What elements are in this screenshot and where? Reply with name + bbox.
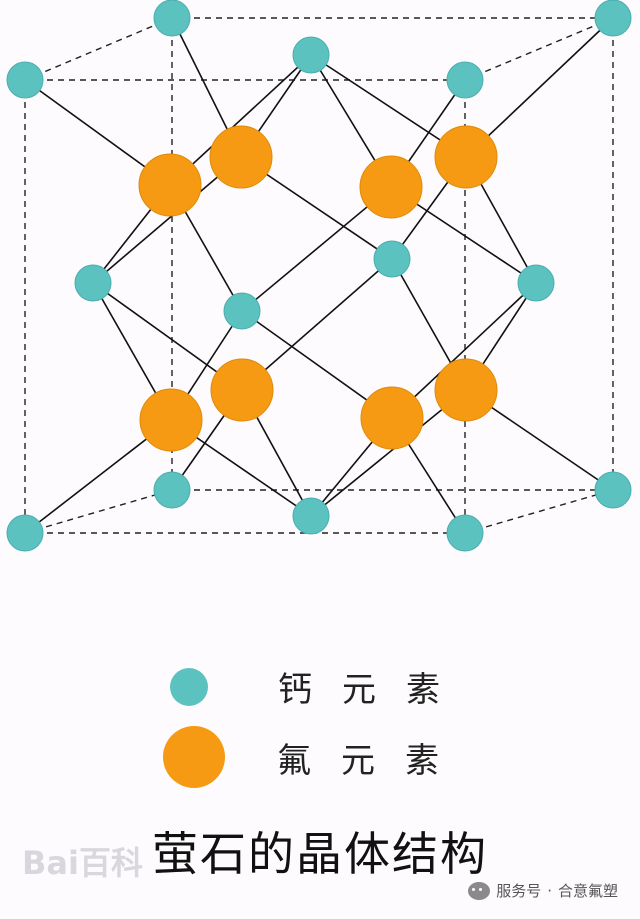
calcium-atom bbox=[292, 497, 330, 535]
unit-cell-edges bbox=[24, 17, 614, 534]
calcium-atom bbox=[74, 264, 112, 302]
calcium-atom bbox=[446, 514, 484, 552]
fluorine-atoms bbox=[138, 125, 498, 452]
fluorine-atom bbox=[360, 386, 424, 450]
fluorine-atom bbox=[139, 388, 203, 452]
calcium-atom bbox=[373, 240, 411, 278]
calcium-atom bbox=[292, 36, 330, 74]
legend-calcium: 钙元素 bbox=[170, 662, 470, 711]
fluorine-atom bbox=[209, 125, 273, 189]
calcium-atom bbox=[223, 292, 261, 330]
footer-account: 合意氟塑 bbox=[557, 882, 618, 900]
wechat-icon bbox=[468, 881, 491, 900]
fluorite-crystal-diagram bbox=[6, 0, 632, 552]
fluorine-atom bbox=[210, 358, 274, 422]
calcium-atom bbox=[153, 0, 191, 37]
diagram-caption: 萤石的晶体结构 bbox=[152, 827, 488, 881]
fluorine-atom bbox=[138, 153, 202, 217]
calcium-atoms bbox=[6, 0, 632, 552]
footer-prefix: 服务号 bbox=[496, 882, 542, 900]
legend-fluorine: 氟元素 bbox=[163, 726, 469, 788]
fluorine-atom bbox=[359, 155, 423, 219]
calcium-atom bbox=[446, 61, 484, 99]
calcium-atom bbox=[6, 514, 44, 552]
calcium-atom bbox=[153, 471, 191, 509]
calcium-atom bbox=[517, 264, 555, 302]
fluorine-swatch bbox=[163, 726, 225, 788]
calcium-atom bbox=[594, 471, 632, 509]
legend-calcium-label: 钙元素 bbox=[278, 670, 470, 710]
footer: 服务号 · 合意氟塑 bbox=[468, 880, 618, 901]
calcium-atom bbox=[594, 0, 632, 37]
fluorine-atom bbox=[434, 358, 498, 422]
footer-separator: · bbox=[547, 881, 552, 900]
calcium-atom bbox=[6, 61, 44, 99]
calcium-swatch bbox=[170, 667, 208, 706]
legend-fluorine-label: 氟元素 bbox=[277, 740, 469, 781]
fluorine-atom bbox=[434, 125, 498, 189]
